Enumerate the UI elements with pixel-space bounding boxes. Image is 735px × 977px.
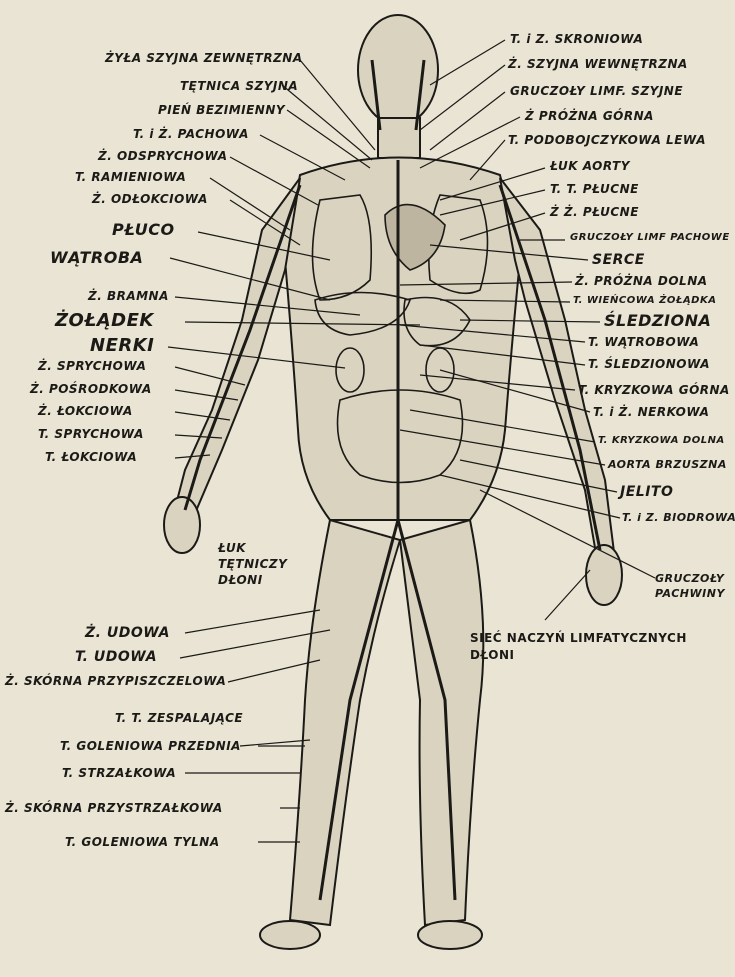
label-luk-aorty: ŁUK AORTY (550, 160, 630, 172)
label-t-lokciowa: T. ŁOKCIOWA (45, 451, 137, 463)
label-z-prozna-dolna: Ż. PRÓŻNA DOLNA (575, 275, 708, 287)
label-gruczoly-limf-szyjne: GRUCZOŁY LIMF. SZYJNE (510, 85, 683, 97)
label-t-strzalkowa: T. STRZAŁKOWA (62, 767, 176, 779)
label-t-podobojczykowa-lewa: T. PODOBOJCZYKOWA LEWA (508, 134, 706, 146)
label-z-sprychowa: Ż. SPRYCHOWA (38, 360, 146, 372)
label-z-skorna-przypiszczelowa: Ż. SKÓRNA PRZYPISZCZELOWA (5, 675, 226, 687)
label-t-t-plucne: T. T. PŁUCNE (550, 183, 639, 195)
label-tetnica-szyjna: TĘTNICA SZYJNA (180, 80, 298, 92)
label-t-t-zespalajace: T. T. ZESPALAJĄCE (115, 712, 243, 724)
label-pluco: PŁUCO (112, 222, 175, 238)
label-z-odsprychowa: Ż. ODSPRYCHOWA (98, 150, 228, 162)
label-pien-bezimienny: PIEŃ BEZIMIENNY (158, 104, 285, 116)
label-t-watrobowa: T. WĄTROBOWA (588, 336, 699, 348)
label-zoladek: ŻOŁĄDEK (55, 312, 154, 330)
label-sledziona: ŚLEDZIONA (604, 313, 711, 329)
label-z-posrodkowa: Ż. POŚRODKOWA (30, 383, 152, 395)
label-gruczoly-limf-pachowe: GRUCZOŁY LIMF PACHOWE (570, 233, 730, 243)
label-zyla-szyjna-zewnetrzna: ŻYŁA SZYJNA ZEWNĘTRZNA (105, 52, 303, 64)
label-z-odlokciowa: Ż. ODŁOKCIOWA (92, 193, 208, 205)
label-t-wiencowa-zoladka: T. WIEŃCOWA ŻOŁĄDKA (573, 296, 716, 306)
label-t-kryzkowa-gorna: T. KRYZKOWA GÓRNA (578, 384, 730, 396)
label-aorta-brzuszna: AORTA BRZUSZNA (608, 459, 727, 470)
label-t-goleniowa-przednia: T. GOLENIOWA PRZEDNIA (60, 740, 241, 752)
label-z-lokciowa: Ż. ŁOKCIOWA (38, 405, 133, 417)
label-luk-tetniczy-dloni: ŁUK TĘTNICZY DŁONI (218, 540, 280, 589)
label-z-skorna-przystrzalkowa: Ż. SKÓRNA PRZYSTRZAŁKOWA (5, 802, 223, 814)
label-t-i-z-nerkowa: T. i Ż. NERKOWA (593, 406, 709, 418)
label-t-ramieniowa: T. RAMIENIOWA (75, 171, 186, 183)
label-z-szyjna-wewnetrzna: Ż. SZYJNA WEWNĘTRZNA (508, 58, 688, 70)
label-z-udowa: Ż. UDOWA (85, 626, 170, 640)
label-t-goleniowa-tylna: T. GOLENIOWA TYLNA (65, 836, 220, 848)
label-t-sledzionowa: T. ŚLEDZIONOWA (588, 358, 710, 370)
label-t-udowa: T. UDOWA (75, 650, 157, 664)
label-t-i-z-skroniowa: T. i Z. SKRONIOWA (510, 33, 643, 45)
label-t-kryzkowa-dolna: T. KRYZKOWA DOLNA (598, 436, 725, 446)
label-siec-naczyn-limfatycznych-dloni: SIEĆ NACZYŃ LIMFATYCZNYCH DŁONI (470, 630, 720, 665)
label-z-prozna-gorna: Ż PRÓŻNA GÓRNA (525, 110, 654, 122)
label-nerki: NERKI (90, 337, 154, 355)
label-jelito: JELITO (620, 485, 673, 499)
label-t-sprychowa: T. SPRYCHOWA (38, 428, 144, 440)
label-z-z-plucne: Ż Ż. PŁUCNE (550, 206, 639, 218)
label-gruczoly-pachwiny: GRUCZOŁY PACHWINY (655, 572, 735, 602)
label-serce: SERCE (592, 253, 645, 267)
label-z-bramna: Ż. BRAMNA (88, 290, 169, 302)
label-watroba: WĄTROBA (50, 250, 143, 266)
label-t-i-z-pachowa: T. i Ż. PACHOWA (133, 128, 249, 140)
label-t-i-z-biodrowa: T. i Z. BIODROWA (622, 512, 735, 523)
